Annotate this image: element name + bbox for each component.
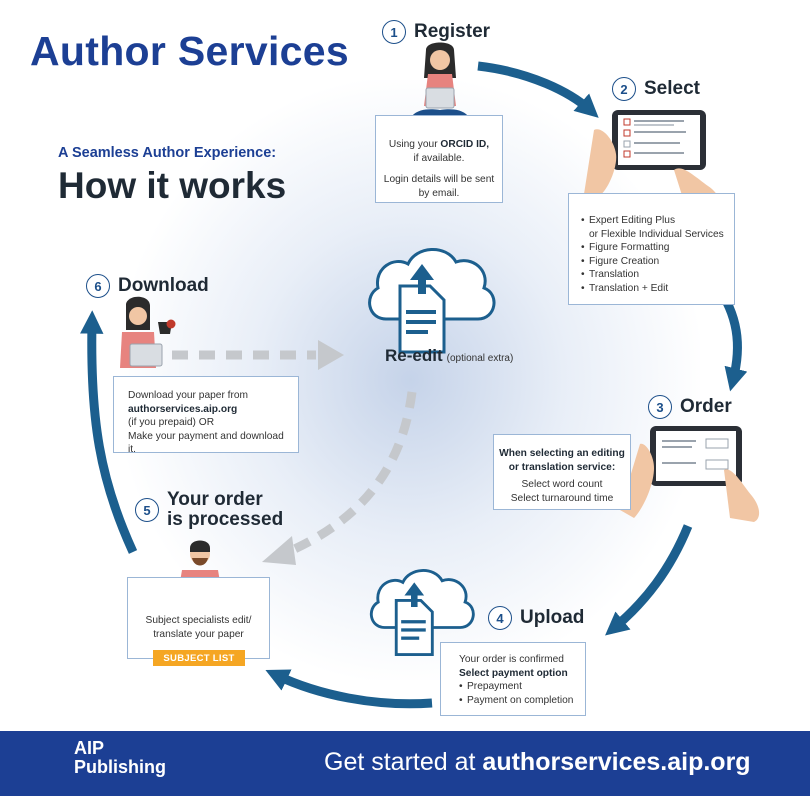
step-register: 1 Register — [382, 20, 490, 44]
step-number: 3 — [648, 395, 672, 419]
step-label: Register — [414, 21, 491, 42]
step-label: Your order is processed — [167, 490, 283, 530]
upload-info-box: Your order is confirmed Select payment o… — [440, 642, 586, 716]
step-download: 6 Download — [86, 274, 209, 298]
cta-url[interactable]: authorservices.aip.org — [482, 748, 751, 776]
upload-text: Select payment option — [459, 667, 568, 679]
list-item: Translation + Edit — [581, 282, 726, 296]
register-text: Using your — [388, 139, 441, 150]
processed-info-box: Subject specialists edit/ translate your… — [127, 577, 270, 659]
list-item: Prepayment — [459, 680, 577, 694]
download-info-box: Download your paper from authorservices.… — [113, 376, 299, 455]
step-order: 3 Order — [648, 395, 732, 419]
list-item: Translation — [581, 268, 726, 282]
processed-text: translate your paper — [153, 628, 244, 640]
subtitle: A Seamless Author Experience: — [58, 145, 277, 161]
download-text: Make your payment and download it. — [128, 430, 284, 456]
list-item: Figure Creation — [581, 255, 726, 269]
step-label: Order — [680, 396, 732, 417]
reedit-sub: (optional extra) — [446, 353, 514, 364]
step-processed: 5 Your order is processed — [135, 490, 283, 530]
step-upload: 4 Upload — [488, 606, 584, 630]
subject-list-button[interactable]: SUBJECT LIST — [153, 650, 245, 666]
register-info-box: Using your ORCID ID, if available. Login… — [375, 115, 503, 203]
cloud-upload-icon — [368, 248, 496, 354]
arrow-processed-to-download — [80, 310, 138, 554]
arrow-order-to-upload — [605, 524, 693, 636]
register-text: Login details will be sent — [383, 174, 495, 185]
footer-bar — [0, 731, 810, 796]
order-text: or translation service: — [508, 461, 616, 473]
step-number: 2 — [612, 77, 636, 101]
step-label-line2: is processed — [167, 509, 284, 530]
dashed-arrowhead-down — [262, 536, 296, 565]
cta-prefix: Get started at — [324, 748, 483, 776]
person-laptop-icon — [412, 42, 468, 122]
cloud-upload-icon — [369, 569, 475, 656]
download-text: Download your paper from — [128, 390, 249, 401]
step-number: 4 — [488, 606, 512, 630]
step-label: Download — [118, 275, 209, 296]
orcid-text: ORCID ID, — [440, 139, 490, 150]
dashed-arrowhead-right — [318, 340, 344, 370]
register-text: if available. — [413, 152, 465, 164]
order-text: When selecting an editing — [499, 448, 625, 459]
page-title: Author Services — [30, 28, 349, 74]
how-it-works-heading: How it works — [58, 165, 287, 206]
arrow-upload-to-processed — [265, 669, 433, 709]
logo-text: Publishing — [74, 757, 166, 777]
order-info-box: When selecting an editing or translation… — [493, 434, 631, 510]
arrow-register-to-select — [477, 61, 599, 118]
person-notification-icon — [120, 296, 176, 368]
logo-text: AIP — [74, 738, 105, 758]
step-number: 5 — [135, 498, 159, 522]
step-number: 1 — [382, 20, 406, 44]
step-label-line1: Your order — [167, 489, 263, 510]
step-select: 2 Select — [612, 77, 700, 101]
reedit-label: Re-edit (optional extra) — [385, 346, 513, 366]
download-link[interactable]: authorservices.aip.org — [128, 403, 238, 415]
aip-publishing-logo[interactable]: AIP Publishing — [74, 739, 166, 777]
step-label: Upload — [520, 607, 585, 628]
payment-options-list: Prepayment Payment on completion — [459, 680, 577, 707]
reedit-main: Re-edit — [385, 346, 443, 365]
upload-text: Your order is confirmed — [459, 654, 564, 665]
register-text: by email. — [418, 187, 460, 199]
list-item: Figure Formatting — [581, 241, 726, 255]
step-number: 6 — [86, 274, 110, 298]
order-text: Select turnaround time — [510, 492, 614, 504]
processed-text: Subject specialists edit/ — [145, 615, 252, 626]
dashed-arrow-reedit-to-processed — [286, 391, 417, 557]
step-label: Select — [644, 78, 700, 99]
order-text: Select word count — [521, 479, 603, 490]
tablet-form-icon — [620, 426, 760, 522]
list-item: Payment on completion — [459, 694, 577, 708]
download-text: (if you prepaid) OR — [128, 417, 215, 428]
get-started-cta[interactable]: Get started at authorservices.aip.org — [324, 748, 751, 777]
